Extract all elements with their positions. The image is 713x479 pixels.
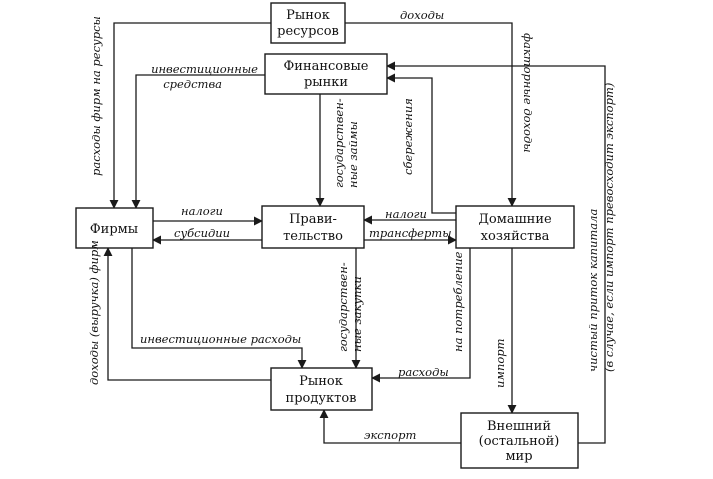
node-foreign-world: Внешний (остальной) мир [460, 412, 579, 469]
edge-financial-markets-to-firms [131, 74, 265, 209]
label-spending: расходы [398, 365, 449, 379]
label-exports: экспорт [364, 428, 416, 442]
node-product-market-line-1: Рынок [299, 374, 343, 389]
node-households-line-1: Домашние [478, 212, 552, 227]
node-foreign-world-line-1: Внешний [487, 419, 551, 434]
label-gov-purchases-line-2: ные закупки [350, 276, 364, 352]
label-income: доходы [400, 8, 444, 22]
label-gov-loans-line-1: государствен- [332, 98, 346, 188]
node-households-line-2: хозяйства [481, 229, 550, 244]
edge-resource-market-to-households [345, 22, 517, 207]
node-resource-market-line-2: ресурсов [277, 24, 339, 39]
node-product-market: Рынок продуктов [270, 367, 373, 411]
edge-labels: доходы инвестиционные средства налоги су… [87, 8, 616, 442]
label-net-capital-inflow-line-1: чистый приток капитала [586, 209, 600, 372]
edge-foreign-world-to-product-market [319, 409, 461, 444]
edges [103, 22, 606, 444]
node-resource-market-line-1: Рынок [286, 8, 330, 23]
label-factor-payments: факторные доходы [521, 33, 535, 153]
node-product-market-line-2: продуктов [286, 391, 357, 406]
edge-resource-market-to-firms [109, 22, 271, 209]
node-government-line-2: тельство [283, 229, 343, 244]
label-gov-loans-line-2: ные займы [346, 121, 360, 188]
node-financial-markets-line-1: Финансовые [283, 59, 368, 74]
label-subsidies: субсидии [174, 226, 230, 240]
label-consumption: на потребление [451, 251, 465, 352]
label-firm-resource-spending: расходы фирм на ресурсы [89, 16, 103, 176]
node-government: Прави- тельство [261, 205, 365, 249]
edge-capital-inflow-to-financial-markets [386, 61, 606, 444]
node-government-line-1: Прави- [289, 212, 337, 227]
edge-households-to-product-market [371, 248, 471, 383]
label-investment-spending: инвестиционные расходы [140, 332, 301, 346]
node-financial-markets: Финансовые рынки [264, 53, 388, 95]
edge-firms-to-product-market [131, 248, 307, 369]
label-transfers: трансферты [369, 226, 452, 240]
node-households: Домашние хозяйства [455, 205, 575, 249]
label-gov-purchases-line-1: государствен- [336, 262, 350, 352]
node-firms-label: Фирмы [90, 222, 138, 237]
label-investment-funds-line-2: средства [163, 77, 222, 91]
label-savings: сбережения [401, 98, 415, 175]
node-foreign-world-line-3: мир [505, 449, 532, 464]
edge-product-market-to-firms [103, 247, 271, 381]
label-imports: импорт [493, 338, 507, 388]
node-firms: Фирмы [75, 207, 154, 249]
label-taxes-households: налоги [385, 207, 427, 221]
node-foreign-world-line-2: (остальной) [479, 434, 560, 449]
edge-households-to-financial-markets [386, 73, 456, 214]
node-resource-market: Рынок ресурсов [270, 2, 346, 44]
label-investment-funds-line-1: инвестиционные [151, 62, 258, 76]
node-financial-markets-line-2: рынки [304, 75, 348, 90]
label-taxes-firms: налоги [181, 204, 223, 218]
label-firm-revenue: доходы (выручка) фирм [87, 240, 101, 385]
label-net-capital-inflow-line-2: (в случае, если импорт превосходит экспо… [602, 83, 616, 372]
